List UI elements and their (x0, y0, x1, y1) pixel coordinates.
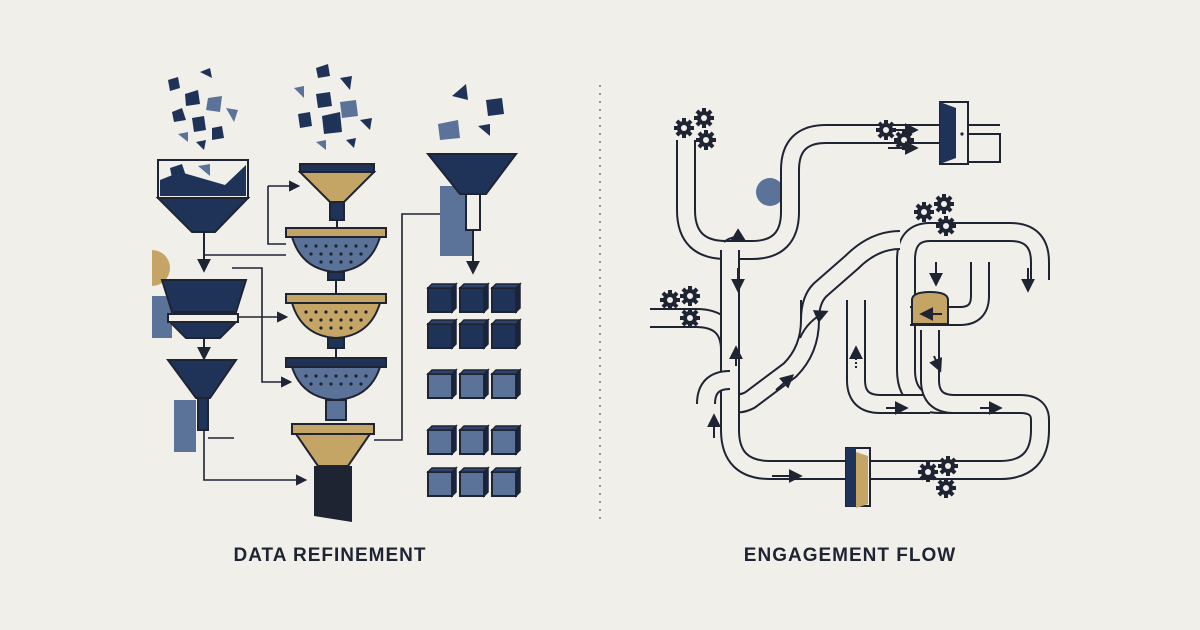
funnel-icon (291, 423, 375, 522)
data-block-icon (490, 424, 522, 456)
sieve-icon (285, 357, 387, 421)
data-block-icon (490, 368, 522, 400)
accent-shape (152, 250, 170, 286)
data-block-icon (458, 318, 490, 350)
engagement-flow-diagram (650, 101, 1050, 508)
arrow-icon (707, 123, 1035, 483)
raw-data-particles (438, 84, 504, 140)
data-block-icon (426, 424, 458, 456)
data-refinement-title: DATA REFINEMENT (233, 545, 427, 566)
data-block-icon (490, 282, 522, 314)
sieve-icon (285, 227, 387, 281)
data-block-icon (458, 282, 490, 314)
data-block-icon (458, 466, 490, 498)
funnel-icon (166, 359, 238, 452)
door-icon (939, 101, 1001, 165)
data-refinement-diagram (152, 64, 522, 522)
data-block-icon (426, 282, 522, 498)
data-block-icon (490, 318, 522, 350)
data-block-icon (426, 368, 458, 400)
data-block-icon (458, 368, 490, 400)
door-icon (845, 447, 871, 508)
switch-block (911, 290, 949, 325)
flow-track (650, 124, 1050, 480)
data-block-icon (426, 318, 458, 350)
engagement-flow-title: ENGAGEMENT FLOW (743, 545, 957, 566)
data-block-icon (426, 282, 458, 314)
funnel-icon (160, 279, 248, 339)
data-block-icon (426, 466, 458, 498)
funnel-icon (297, 163, 377, 221)
sieve-icon (285, 293, 387, 349)
funnel-icon (155, 159, 251, 233)
data-block-icon (458, 424, 490, 456)
raw-data-particles (168, 68, 238, 150)
raw-data-particles (294, 64, 372, 150)
data-block-icon (490, 466, 522, 498)
